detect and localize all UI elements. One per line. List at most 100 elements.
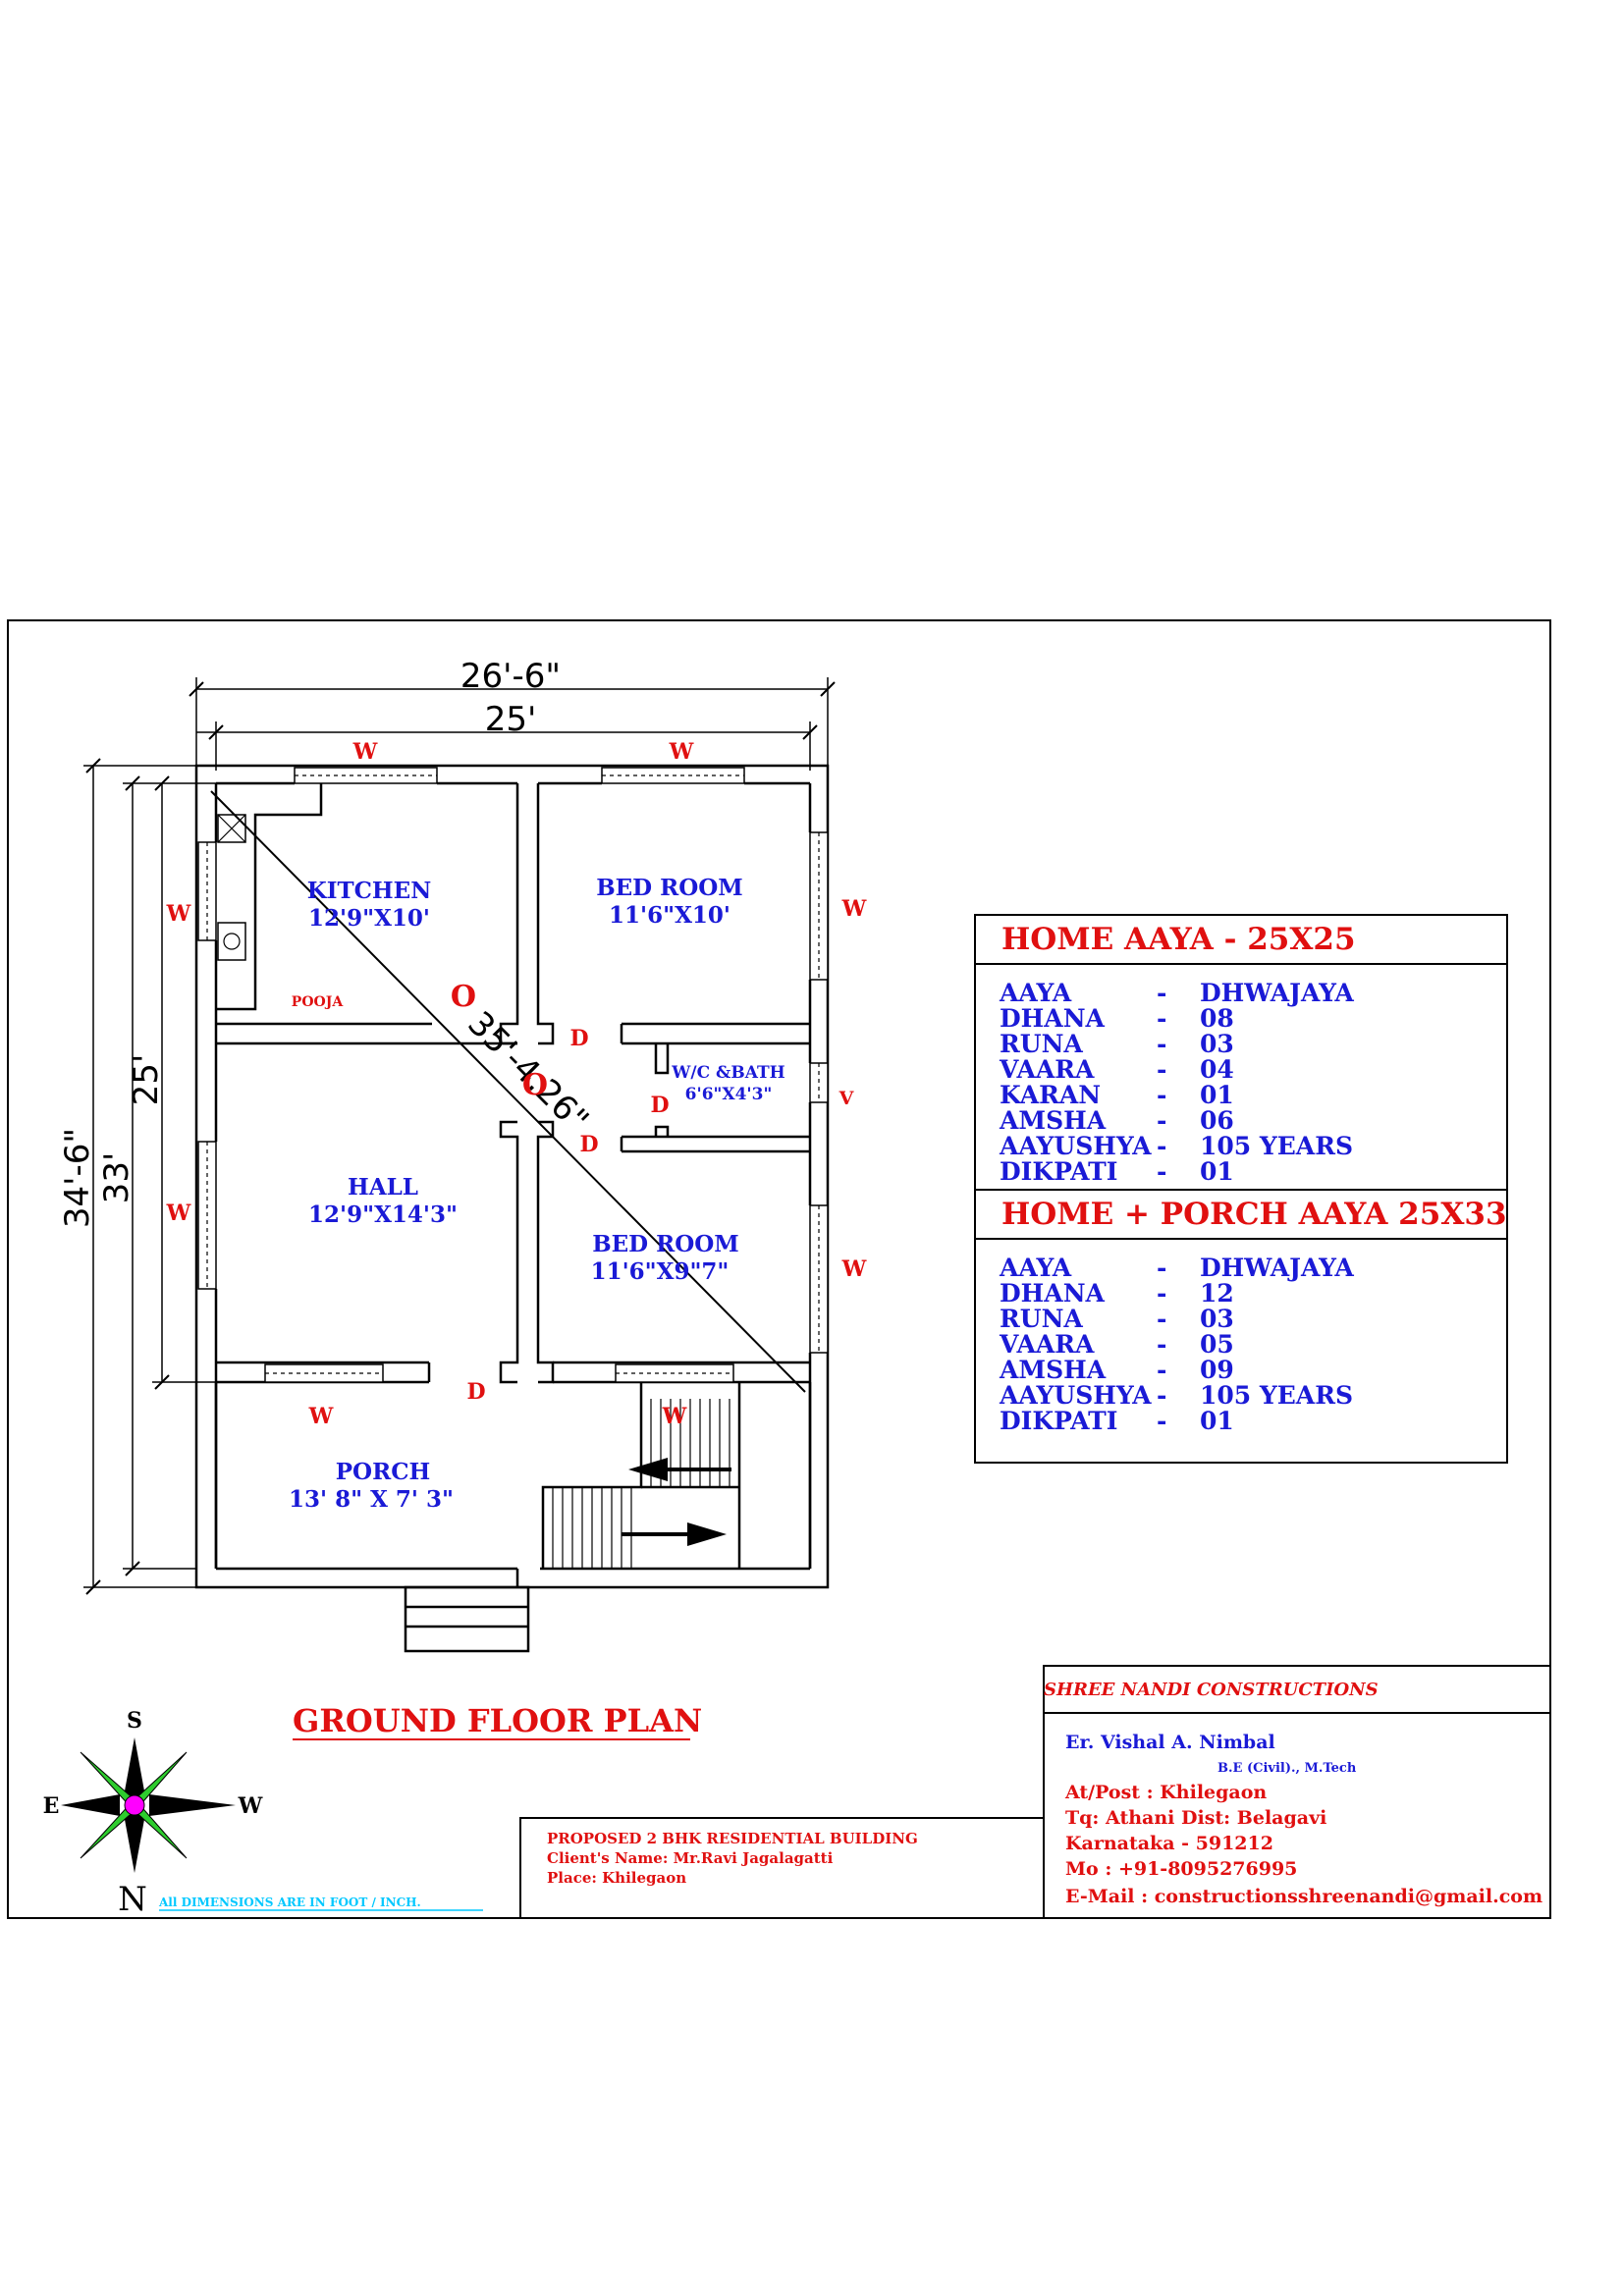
firm-degree: B.E (Civil)., M.Tech <box>1217 1761 1357 1776</box>
aaya-row-value: 03 <box>1200 1030 1234 1058</box>
firm-engineer: Er. Vishal A. Nimbal <box>1065 1732 1275 1753</box>
aaya-row-separator: - <box>1157 1381 1166 1410</box>
aaya-row-separator: - <box>1157 1254 1166 1282</box>
aaya-row-separator: - <box>1157 979 1166 1007</box>
aaya-row-value: 01 <box>1200 1157 1234 1186</box>
kitchen-stove-burner <box>223 933 241 950</box>
door-mark: D <box>466 1379 485 1405</box>
diagonal-dimension <box>210 790 806 1393</box>
aaya-row-separator: - <box>1157 1004 1166 1033</box>
aaya-row-key: AMSHA <box>999 1356 1107 1384</box>
project-place: Place: Khilegaon <box>547 1869 686 1887</box>
aaya-row-separator: - <box>1157 1305 1166 1333</box>
compass-label-e: E <box>43 1793 60 1819</box>
aaya-row-key: DIKPATI <box>1000 1157 1117 1186</box>
compass-center <box>124 1794 145 1816</box>
compass-point-w <box>149 1794 236 1816</box>
aaya-row-key: DIKPATI <box>1000 1407 1117 1435</box>
aaya-row-value: 105 YEARS <box>1200 1381 1353 1410</box>
kitchen-chimney-cross-b <box>217 814 246 843</box>
room-bedroom1-name: BED ROOM <box>596 875 743 901</box>
aaya-row-separator: - <box>1157 1132 1166 1160</box>
room-bath-name: W/C &BATH <box>671 1063 784 1083</box>
room-pooja-label: POOJA <box>292 994 345 1010</box>
opening-markers: W W W W W W W W V D D D D O O <box>166 739 867 1429</box>
window-mark: W <box>841 1256 867 1282</box>
aaya-row-separator: - <box>1157 1356 1166 1384</box>
dimension-lines <box>83 677 829 1588</box>
room-hall-name: HALL <box>348 1174 418 1201</box>
aaya-row-key: VAARA <box>999 1330 1095 1359</box>
room-bedroom2-name: BED ROOM <box>592 1231 739 1257</box>
vent-mark: V <box>839 1088 855 1109</box>
aaya-row-value: 04 <box>1200 1055 1234 1084</box>
aaya-row-separator: - <box>1157 1055 1166 1084</box>
aaya-row-value: 09 <box>1200 1356 1234 1384</box>
room-kitchen-size: 12'9"X10' <box>308 905 430 932</box>
home-aaya-title: HOME AAYA - 25X25 <box>1001 922 1356 957</box>
aaya-row-value: 105 YEARS <box>1200 1132 1353 1160</box>
aaya-row-key: AAYA <box>999 979 1072 1007</box>
opening-mark: O <box>522 1068 548 1102</box>
overall-width-label: 26'-6" <box>460 657 561 696</box>
plan-title: GROUND FLOOR PLAN <box>293 1702 702 1739</box>
inner-depth-label: 33' <box>97 1152 136 1204</box>
overall-depth-label: 34'-6" <box>58 1128 97 1228</box>
aaya-row-key: VAARA <box>999 1055 1095 1084</box>
window-mark: W <box>352 739 378 765</box>
aaya-row-separator: - <box>1157 1106 1166 1135</box>
door-mark: D <box>650 1093 669 1118</box>
aaya-row-value: 12 <box>1200 1279 1234 1308</box>
room-bedroom2-size: 11'6"X9"7" <box>591 1258 730 1285</box>
aaya-row-key: AAYA <box>999 1254 1072 1282</box>
dimension-note: All DIMENSIONS ARE IN FOOT / INCH. <box>158 1896 421 1909</box>
inner-width-label: 25' <box>485 700 537 739</box>
project-title: PROPOSED 2 BHK RESIDENTIAL BUILDING <box>547 1830 918 1847</box>
aaya-row-key: KARAN <box>1000 1081 1101 1109</box>
window-mark: W <box>662 1404 687 1429</box>
room-porch-size: 13' 8" X 7' 3" <box>289 1486 454 1513</box>
window-mark: W <box>308 1404 334 1429</box>
compass-rose <box>61 1737 236 1873</box>
title-block-frame <box>519 1665 1551 1919</box>
porch-aaya-title: HOME + PORCH AAYA 25X33 <box>1001 1197 1507 1232</box>
aaya-row-key: RUNA <box>1000 1030 1083 1058</box>
aaya-row-key: AAYUSHYA <box>999 1132 1152 1160</box>
porch-aaya-rows: AAYA-DHWAJAYADHANA-12RUNA-03VAARA-05AMSH… <box>999 1254 1354 1435</box>
aaya-row-value: 08 <box>1200 1004 1234 1033</box>
room-hall-size: 12'9"X14'3" <box>308 1201 458 1228</box>
opening-mark: O <box>451 980 476 1014</box>
kitchen-stove <box>217 922 246 961</box>
floor-plan-walls <box>194 764 830 1653</box>
window-mark: W <box>669 739 694 765</box>
aaya-row-value: 01 <box>1200 1407 1234 1435</box>
door-mark: D <box>579 1132 598 1157</box>
aaya-table-frame <box>974 914 1508 1464</box>
firm-phone: Mo : +91-8095276995 <box>1065 1858 1297 1880</box>
aaya-row-value: DHWAJAYA <box>1200 1254 1354 1282</box>
compass-point-e <box>61 1794 120 1816</box>
aaya-row-value: 06 <box>1200 1106 1234 1135</box>
firm-email: E-Mail : constructionsshreenandi@gmail.c… <box>1065 1886 1542 1907</box>
room-porch-name: PORCH <box>336 1459 430 1485</box>
firm-name: SHREE NANDI CONSTRUCTIONS <box>1044 1680 1379 1700</box>
room-kitchen-name: KITCHEN <box>307 878 431 904</box>
kitchen-chimney <box>217 814 246 843</box>
window-mark: W <box>841 896 867 922</box>
aaya-row-value: 03 <box>1200 1305 1234 1333</box>
window-dashes <box>206 774 820 1374</box>
compass-label-w: W <box>238 1793 263 1819</box>
window-mark: W <box>166 901 191 927</box>
aaya-row-value: 01 <box>1200 1081 1234 1109</box>
aaya-row-value: 05 <box>1200 1330 1234 1359</box>
firm-address-2: Tq: Athani Dist: Belagavi <box>1065 1807 1326 1829</box>
compass-label-s: S <box>127 1708 142 1734</box>
home-aaya-rows: AAYA-DHWAJAYADHANA-08RUNA-03VAARA-04KARA… <box>999 979 1354 1186</box>
aaya-row-key: DHANA <box>1000 1004 1106 1033</box>
room-bedroom1-size: 11'6"X10' <box>609 902 730 929</box>
aaya-row-separator: - <box>1157 1279 1166 1308</box>
room-bath-size: 6'6"X4'3" <box>685 1085 773 1104</box>
firm-address-1: At/Post : Khilegaon <box>1064 1782 1267 1803</box>
aaya-row-separator: - <box>1157 1157 1166 1186</box>
